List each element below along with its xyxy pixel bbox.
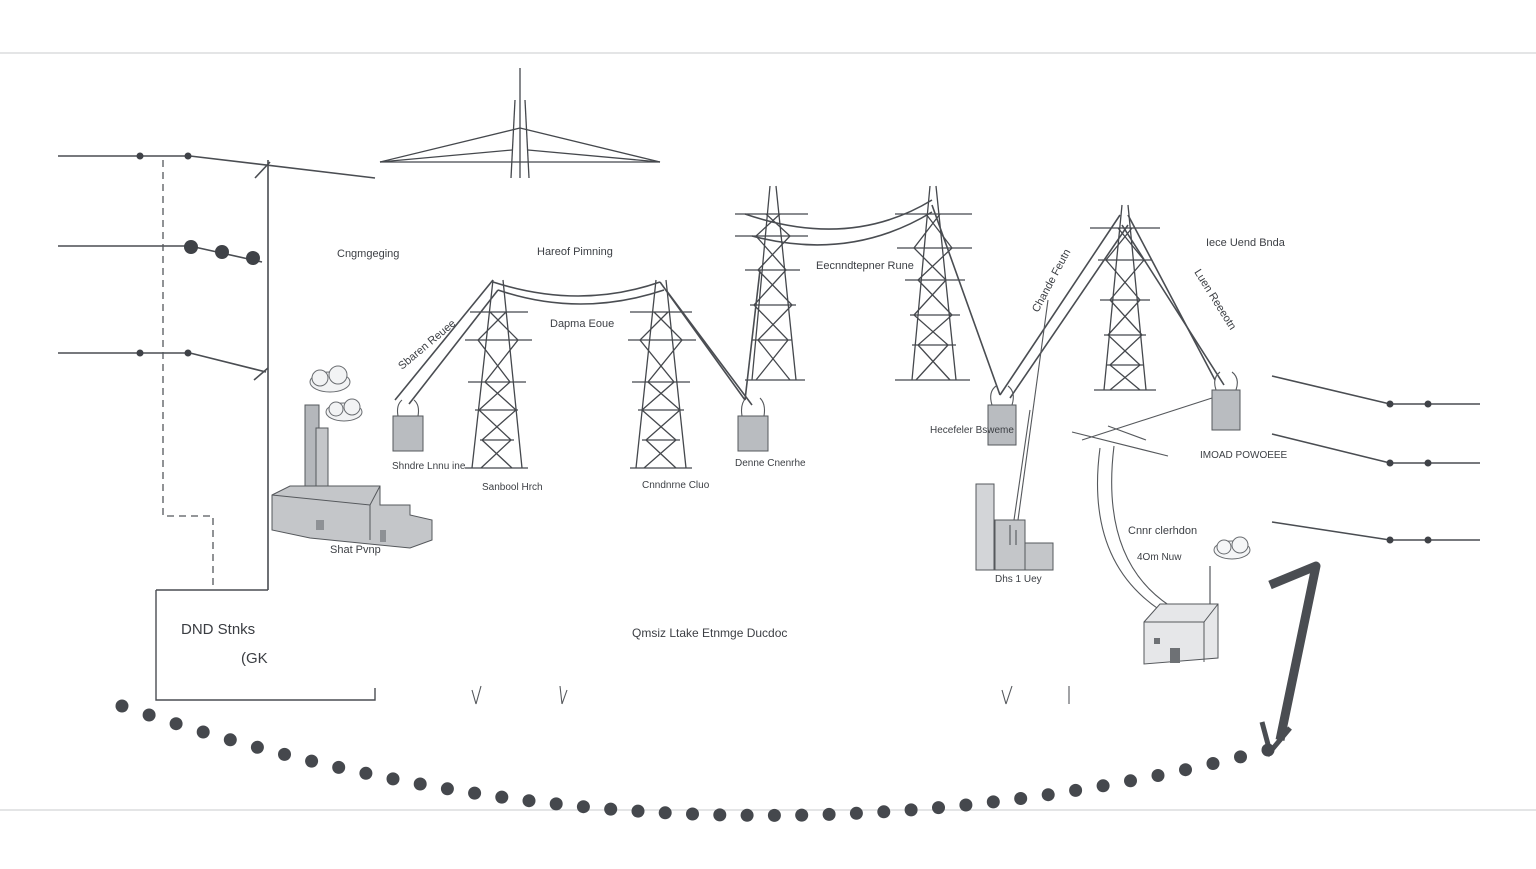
path-dot — [686, 807, 699, 821]
path-dot — [495, 790, 509, 804]
path-dot — [196, 725, 210, 739]
power-plant-icon — [271, 365, 433, 549]
path-dot — [142, 708, 156, 722]
path-dot — [1069, 783, 1083, 797]
transmission-tower-icon — [465, 279, 532, 469]
path-dot — [904, 803, 918, 817]
path-dot — [223, 733, 237, 747]
label-tower-center-base: Cnndnrne Cluo — [642, 480, 710, 491]
path-dot — [1179, 763, 1192, 777]
path-dot — [576, 800, 590, 814]
transformer-icon — [392, 399, 424, 452]
curved-arrow-icon — [1259, 561, 1321, 758]
label-left-station: Shndre Lnnu ine — [392, 461, 466, 472]
overhead-wires — [394, 199, 1225, 406]
path-dot — [959, 798, 973, 812]
label-right-of-tower2: Denne Cnenrhe — [735, 458, 806, 469]
path-dot — [332, 760, 346, 774]
path-dot — [877, 805, 891, 819]
transmission-tower-icon — [1090, 204, 1160, 391]
label-center-small: Dapma Eoue — [550, 318, 614, 330]
path-dot — [713, 808, 727, 822]
distribution-lines — [1071, 397, 1213, 611]
label-right-sub: Hecefeler Bsweme — [930, 425, 1014, 436]
path-dot — [932, 801, 945, 815]
dotted-return-path — [115, 699, 1275, 822]
path-dot — [658, 806, 672, 820]
left-block-line1: DND Stnks — [181, 621, 255, 638]
label-diag-left: Sbaren Reuee — [396, 317, 458, 372]
transmission-tower-icon — [628, 279, 696, 469]
path-dot — [1234, 750, 1247, 764]
label-distribution: Cnnr clerhdon — [1128, 525, 1197, 537]
path-dot — [278, 747, 291, 761]
label-bottom-center: Qmsiz Ltake Etnmge Ducdoc — [632, 626, 787, 640]
path-dot — [1151, 769, 1165, 782]
factory-icon — [975, 483, 1054, 571]
path-dot — [1124, 774, 1137, 788]
path-dot — [440, 782, 454, 796]
label-top-right: Iece Uend Bnda — [1206, 237, 1286, 249]
label-tower-left-base: Sanbool Hrch — [482, 482, 543, 493]
path-dot — [822, 807, 836, 821]
label-plant-left: Shat Pvnp — [330, 544, 381, 556]
left-block-line2: (GK — [241, 650, 268, 667]
path-dot — [549, 797, 563, 811]
left-block: DND Stnks (GK — [155, 589, 376, 701]
path-dot — [305, 754, 319, 768]
transformer-icon — [1211, 371, 1241, 431]
path-dot — [986, 795, 1000, 809]
label-factory: Dhs 1 Uey — [995, 574, 1042, 585]
right-output-lines — [1271, 375, 1480, 544]
path-dot — [359, 766, 373, 780]
smoke-cloud-icon — [309, 365, 363, 422]
label-right-far: IMOAD POWOEEE — [1200, 450, 1288, 461]
path-dot — [1096, 779, 1110, 793]
path-dot — [1041, 788, 1055, 802]
path-dot — [468, 786, 482, 800]
path-dot — [1206, 757, 1220, 770]
label-plant-left-text: Shat Pvnp — [330, 544, 381, 556]
transmission-tower-icon — [895, 185, 972, 381]
path-dot — [740, 808, 754, 822]
label-house-note: 4Om Nuw — [1137, 552, 1182, 563]
label-top-left: Cngmgeging — [337, 248, 399, 260]
left-vertical-structure — [162, 160, 269, 590]
path-dot — [1014, 792, 1028, 805]
smoke-cloud-icon — [1213, 536, 1251, 560]
path-dot — [250, 740, 264, 754]
transformer-icon — [737, 397, 769, 452]
path-dot — [1261, 743, 1275, 757]
left-input-lines — [58, 152, 376, 381]
path-dot — [386, 772, 400, 786]
top-mast — [379, 68, 661, 179]
path-dot — [604, 802, 618, 816]
path-dot — [795, 808, 809, 822]
path-dot — [522, 794, 536, 808]
path-dot — [631, 804, 645, 818]
bottom-ticks — [471, 685, 1070, 705]
path-dot — [115, 699, 129, 713]
label-top-right-text: Iece Uend Bnda — [1206, 237, 1286, 249]
transmission-tower-icon — [735, 185, 808, 381]
path-dot — [767, 808, 781, 822]
label-diag-right1: Chande Feutn — [1030, 247, 1073, 314]
label-top-center: Hareof Pimning — [537, 246, 613, 258]
path-dot — [849, 806, 863, 820]
path-dot — [169, 717, 183, 731]
label-tower-mid: Eecnndtepner Rune — [816, 260, 914, 272]
label-diag-right2: Luen Reeeotn — [1191, 267, 1238, 332]
transformer-icon — [987, 385, 1017, 446]
path-dot — [413, 777, 427, 791]
house-icon — [1143, 536, 1251, 665]
